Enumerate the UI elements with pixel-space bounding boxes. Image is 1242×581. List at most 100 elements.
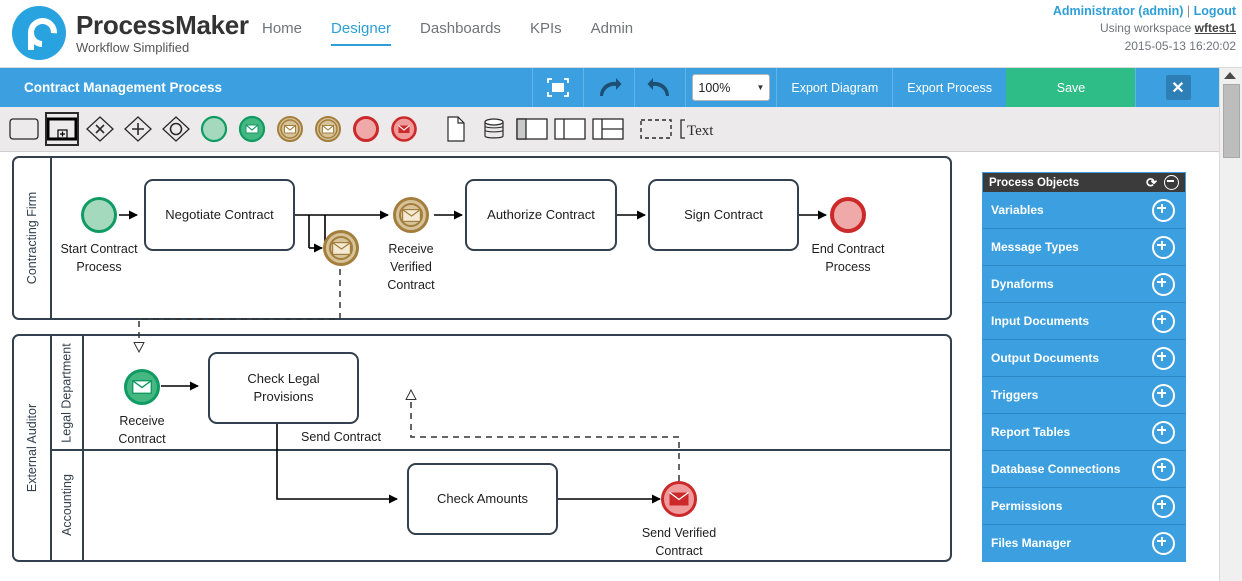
data-store-shape-icon (484, 118, 504, 139)
process-objects-item-dynaforms[interactable]: Dynaforms (983, 266, 1185, 303)
palette-task-shape[interactable] (8, 113, 40, 145)
process-objects-item-message-types[interactable]: Message Types (983, 229, 1185, 266)
add-icon[interactable] (1152, 235, 1175, 259)
exclusive-gateway-shape-icon (86, 116, 114, 142)
add-icon[interactable] (1152, 531, 1175, 555)
palette-group-shape[interactable] (640, 113, 672, 145)
label-receive-verified-contract: Receive Verified Contract (387, 242, 435, 293)
pool-header-contracting-firm[interactable]: Contracting Firm (14, 158, 52, 318)
envelope-icon (669, 492, 689, 506)
scroll-up-arrow-icon[interactable] (1224, 72, 1236, 79)
fullscreen-button[interactable] (532, 68, 583, 107)
user-name: Administrator (admin) (1052, 4, 1184, 18)
palette-text-annotation-shape[interactable]: Text (678, 113, 718, 145)
event-end-contract-process[interactable] (830, 197, 866, 233)
palette-pool-shape[interactable] (516, 113, 548, 145)
process-objects-title: Process Objects (989, 176, 1080, 189)
toolbar-left-edge (0, 68, 18, 107)
nav-item-designer[interactable]: Designer (331, 20, 392, 46)
palette-inclusive-gateway-shape[interactable] (160, 113, 192, 145)
task-sign-contract[interactable]: Sign Contract (648, 179, 799, 251)
refresh-icon[interactable]: ⟳ (1146, 175, 1157, 190)
start-message-event-shape-icon (238, 115, 266, 143)
nav-item-home[interactable]: Home (262, 20, 303, 37)
palette-horizontal-lane-shape[interactable] (592, 113, 624, 145)
palette-exclusive-gateway-shape[interactable] (84, 113, 116, 145)
label-send-contract: Send Contract (301, 430, 381, 444)
process-objects-item-variables[interactable]: Variables (983, 192, 1185, 229)
task-authorize-contract[interactable]: Authorize Contract (465, 179, 617, 251)
palette-data-object-shape[interactable] (440, 113, 472, 145)
palette-data-store-shape[interactable] (478, 113, 510, 145)
lane-header-legal-department[interactable]: Legal Department (52, 336, 84, 449)
data-object-shape-icon (447, 116, 465, 142)
task-check-legal-provisions[interactable]: Check Legal Provisions (208, 352, 359, 424)
close-button[interactable]: ✕ (1135, 68, 1220, 107)
inclusive-gateway-shape-icon (162, 116, 190, 142)
diagram-canvas[interactable]: Contracting Firm External Auditor Legal … (0, 152, 1220, 581)
horizontal-lane-shape-icon (592, 118, 624, 140)
event-start-contract-process[interactable] (81, 197, 117, 233)
pool-label-contracting-firm: Contracting Firm (25, 191, 40, 285)
task-negotiate-contract[interactable]: Negotiate Contract (144, 179, 295, 251)
process-objects-item-database-connections[interactable]: Database Connections (983, 451, 1185, 488)
nav-item-kpis[interactable]: KPIs (529, 20, 562, 37)
palette-intermediate-message-throw-event-shape[interactable] (312, 113, 344, 145)
event-receive-verified-contract[interactable] (393, 197, 429, 233)
minus-circle-icon[interactable] (1164, 175, 1179, 190)
palette-parallel-gateway-shape[interactable] (122, 113, 154, 145)
nav-item-dashboards[interactable]: Dashboards (420, 20, 501, 37)
palette-start-message-event-shape[interactable] (236, 113, 268, 145)
add-icon[interactable] (1152, 457, 1175, 481)
zoom-select[interactable]: 100% ▼ (685, 68, 776, 107)
undo-button[interactable] (634, 68, 685, 107)
end-message-event-shape-icon (391, 116, 417, 142)
add-icon[interactable] (1152, 272, 1175, 296)
user-separator: | (1186, 4, 1191, 18)
vertical-scrollbar[interactable] (1219, 68, 1242, 581)
nav-item-admin[interactable]: Admin (590, 20, 634, 37)
palette-end-event-shape[interactable] (350, 113, 382, 145)
app-header: ProcessMaker Workflow Simplified Home De… (0, 0, 1242, 68)
start-event-shape-icon (200, 115, 228, 143)
task-check-amounts[interactable]: Check Amounts (407, 463, 558, 535)
brand-logo[interactable]: ProcessMaker Workflow Simplified (12, 6, 249, 60)
export-diagram-button[interactable]: Export Diagram (776, 68, 892, 107)
label-receive-contract: Receive Contract (118, 414, 166, 447)
palette-intermediate-message-catch-event-shape[interactable] (274, 113, 306, 145)
lane-divider (52, 449, 950, 451)
process-objects-item-output-documents[interactable]: Output Documents (983, 340, 1185, 377)
pool-shape-icon (516, 118, 548, 140)
export-process-button[interactable]: Export Process (892, 68, 1006, 107)
process-objects-item-report-tables[interactable]: Report Tables (983, 414, 1185, 451)
scrollbar-thumb[interactable] (1223, 84, 1240, 158)
redo-button[interactable] (583, 68, 634, 107)
palette-sub-process-shape[interactable] (45, 112, 79, 146)
logout-link[interactable]: Logout (1193, 4, 1236, 18)
add-icon[interactable] (1152, 420, 1175, 444)
event-send-verified-contract[interactable] (661, 481, 697, 517)
process-objects-item-triggers[interactable]: Triggers (983, 377, 1185, 414)
workspace-name: wftest1 (1194, 21, 1236, 36)
add-icon[interactable] (1152, 309, 1175, 333)
palette-start-event-shape[interactable] (198, 113, 230, 145)
pool-header-external-auditor[interactable]: External Auditor (14, 336, 52, 560)
process-objects-item-permissions[interactable]: Permissions (983, 488, 1185, 525)
palette-end-message-event-shape[interactable] (388, 113, 420, 145)
process-objects-item-input-documents[interactable]: Input Documents (983, 303, 1185, 340)
event-send-contract[interactable] (323, 230, 359, 266)
intermediate-message-throw-event-shape-icon (315, 116, 341, 142)
add-icon[interactable] (1152, 383, 1175, 407)
save-button[interactable]: Save (1006, 68, 1135, 107)
add-icon[interactable] (1152, 198, 1175, 222)
add-icon[interactable] (1152, 346, 1175, 370)
main-nav: Home Designer Dashboards KPIs Admin (262, 20, 633, 46)
process-objects-item-files-manager[interactable]: Files Manager (983, 525, 1185, 561)
event-receive-contract[interactable] (124, 369, 160, 405)
zoom-value: 100% (698, 80, 731, 95)
label-send-verified-contract: Send Verified Contract (641, 526, 717, 559)
add-icon[interactable] (1152, 494, 1175, 518)
palette-lane-shape[interactable] (554, 113, 586, 145)
lane-header-accounting[interactable]: Accounting (52, 449, 84, 560)
